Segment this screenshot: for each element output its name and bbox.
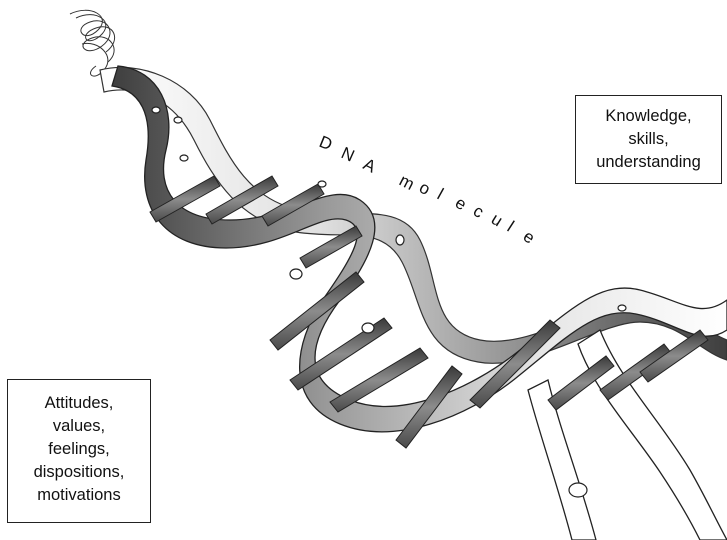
attitudes-line-5: motivations xyxy=(8,484,150,507)
dna-label-letter: A xyxy=(360,155,379,177)
dna-label-letter: o xyxy=(416,178,433,199)
dna-label-letter: e xyxy=(452,193,470,214)
dna-label-letter: l xyxy=(434,185,447,203)
dna-label-letter: l xyxy=(504,217,518,235)
attitudes-line-1: Attitudes, xyxy=(8,392,150,415)
dna-label-letter: N xyxy=(338,143,357,165)
knowledge-line-3: understanding xyxy=(576,151,721,174)
dna-label-letter: c xyxy=(470,201,488,222)
attitudes-line-3: feelings, xyxy=(8,438,150,461)
knowledge-line-1: Knowledge, xyxy=(576,105,721,128)
knowledge-skills-box: Knowledge, skills, understanding xyxy=(575,95,722,184)
dna-label-letter: D xyxy=(317,132,336,154)
knowledge-line-2: skills, xyxy=(576,128,721,151)
attitudes-line-2: values, xyxy=(8,415,150,438)
dna-label-letter: m xyxy=(396,171,417,194)
helix-coil-tail xyxy=(70,10,115,76)
dna-label-letter: e xyxy=(520,227,538,248)
dna-label-letter: u xyxy=(488,209,506,230)
attitudes-values-box: Attitudes, values, feelings, disposition… xyxy=(7,379,151,523)
attitudes-line-4: dispositions, xyxy=(8,461,150,484)
